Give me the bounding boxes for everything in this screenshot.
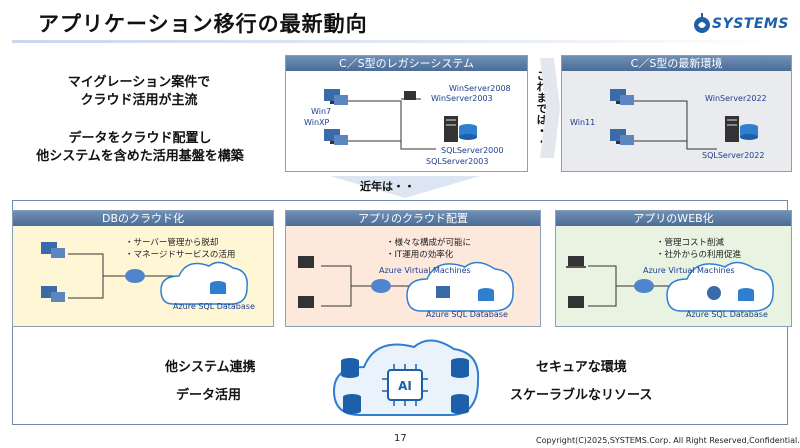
legacy-client-1: Win7 — [311, 107, 332, 116]
recent-chevron — [330, 176, 480, 198]
legacy-client-2: WinXP — [304, 118, 330, 127]
latest-db: SQLServer2022 — [702, 151, 765, 160]
db-cloud-note-1: ・サーバー管理から脱却 — [125, 238, 219, 248]
pc-icon — [324, 89, 348, 105]
card-app-web-title: アプリのWEB化 — [556, 211, 791, 226]
card-app-web: アプリのWEB化 ・管理コスト削減 ・社外からの利用促進 Azure Virtu… — [555, 210, 792, 327]
company-logo: SYSTEMS — [692, 12, 792, 36]
app-web-note-2: ・社外からの利用促進 — [656, 250, 742, 260]
ai-cloud-icon: AI — [332, 339, 480, 416]
header-rule — [12, 40, 788, 43]
card-app-cloud: アプリのクラウド配置 ・様々な構成が可能に ・IT運用の効率化 Azure Vi… — [285, 210, 541, 327]
app-web-diagram — [566, 256, 774, 312]
pc-icon — [324, 129, 348, 145]
app-cloud-note-2: ・IT運用の効率化 — [386, 250, 454, 260]
db-cloud-diagram — [41, 242, 248, 305]
lead-line-1: マイグレーション案件で — [67, 75, 211, 90]
card-app-cloud-title: アプリのクラウド配置 — [286, 211, 540, 226]
app-web-note-1: ・管理コスト削減 — [656, 238, 725, 248]
copyright: Copyright(C)2025,SYSTEMS.Corp. All Right… — [536, 436, 800, 445]
legacy-server-1: WinServer2008 — [449, 84, 511, 93]
logo-icon — [694, 13, 710, 33]
latest-network-diagram — [610, 89, 758, 150]
bottom-label-other-systems: 他システム連携 — [165, 360, 256, 375]
db-cloud-note-2: ・マネージドサービスの活用 — [125, 250, 236, 260]
card-db-cloud-title: DBのクラウド化 — [13, 211, 273, 226]
ai-text: AI — [398, 379, 412, 393]
latest-server: WinServer2022 — [705, 94, 767, 103]
legacy-server-2: WinServer2003 — [431, 94, 493, 103]
app-cloud-service: Azure SQL Database — [426, 310, 508, 319]
app-cloud-vm: Azure Virtual Machines — [379, 266, 471, 275]
recent-text: 近年は・・ — [360, 180, 415, 193]
legacy-db-1: SQLServer2000 — [441, 146, 504, 155]
lead-text-1: マイグレーション案件で クラウド活用が主流 — [44, 74, 234, 110]
latest-system-panel: C／S型の最新環境 Win11 WinServer2022 SQLServer2… — [561, 55, 792, 172]
logo-text: SYSTEMS — [712, 16, 789, 32]
legacy-panel-title: C／S型のレガシーシステム — [286, 56, 527, 71]
lead-line-3: データをクラウド配置し — [68, 131, 212, 146]
bottom-label-data-use: データ活用 — [176, 388, 242, 403]
pc-icon — [610, 89, 634, 105]
lead-line-2: クラウド活用が主流 — [80, 93, 198, 108]
transition-arrow — [540, 58, 560, 158]
lead-line-4: 他システムを含めた活用基盤を構築 — [36, 149, 244, 164]
latest-client: Win11 — [570, 118, 596, 127]
legacy-db-2: SQLServer2003 — [426, 157, 489, 166]
lead-text-2: データをクラウド配置し 他システムを含めた活用基盤を構築 — [20, 130, 260, 166]
app-cloud-note-1: ・様々な構成が可能に — [386, 238, 472, 248]
app-cloud-diagram — [298, 256, 514, 312]
pc-icon — [610, 129, 634, 145]
latest-panel-title: C／S型の最新環境 — [562, 56, 791, 71]
card-db-cloud: DBのクラウド化 ・サーバー管理から脱却 ・マネージドサービスの活用 Azure… — [12, 210, 274, 327]
bottom-label-scalable: スケーラブルなリソース — [510, 388, 653, 403]
legacy-network-diagram — [324, 89, 477, 150]
page-number: 17 — [394, 433, 407, 444]
bottom-label-secure: セキュアな環境 — [536, 360, 627, 375]
page-title: アプリケーション移行の最新動向 — [38, 12, 368, 36]
app-web-vm: Azure Virtual Machines — [643, 266, 735, 275]
app-web-service: Azure SQL Database — [686, 310, 768, 319]
legacy-system-panel: C／S型のレガシーシステム Win7 WinXP WinServer2008 W… — [285, 55, 528, 172]
db-cloud-service: Azure SQL Database — [173, 302, 255, 311]
